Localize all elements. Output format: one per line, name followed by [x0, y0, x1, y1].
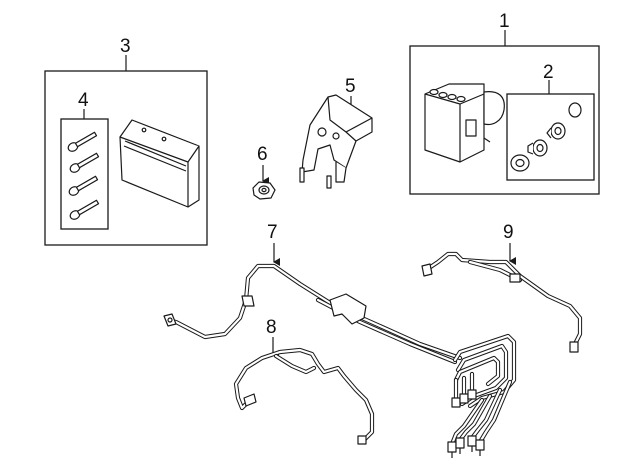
nut-icon	[252, 181, 276, 200]
callout-3: 3	[120, 36, 131, 57]
part-5-bracket-group: 5	[299, 76, 373, 189]
control-module-icon	[119, 119, 200, 208]
brake-line-right-icon	[421, 251, 583, 353]
brake-line-main-icon	[163, 263, 463, 365]
seal-kit-icon	[510, 102, 582, 172]
part-7-brake-lines-group: 7	[163, 222, 517, 458]
callout-7: 7	[267, 222, 278, 243]
part-1-abs-module-group: 1 2	[409, 11, 600, 195]
bracket-icon	[299, 94, 373, 189]
brake-line-lower-icon	[233, 347, 375, 445]
part-8-brake-line-group: 8	[233, 317, 375, 445]
callout-5: 5	[345, 76, 356, 97]
bolts-icon	[67, 131, 100, 220]
brake-line-manifold-icon	[447, 333, 517, 458]
callout-4: 4	[78, 90, 89, 111]
part-9-brake-line-group: 9	[421, 222, 583, 353]
callout-2: 2	[543, 62, 554, 83]
part-3-control-module-group: 3 4	[44, 36, 208, 246]
part-6-nut-group: 6	[252, 144, 276, 200]
callout-1: 1	[499, 11, 510, 32]
callout-8: 8	[266, 317, 277, 338]
callout-9: 9	[503, 222, 514, 243]
hydraulic-unit-icon	[424, 83, 505, 163]
callout-6: 6	[257, 144, 268, 165]
